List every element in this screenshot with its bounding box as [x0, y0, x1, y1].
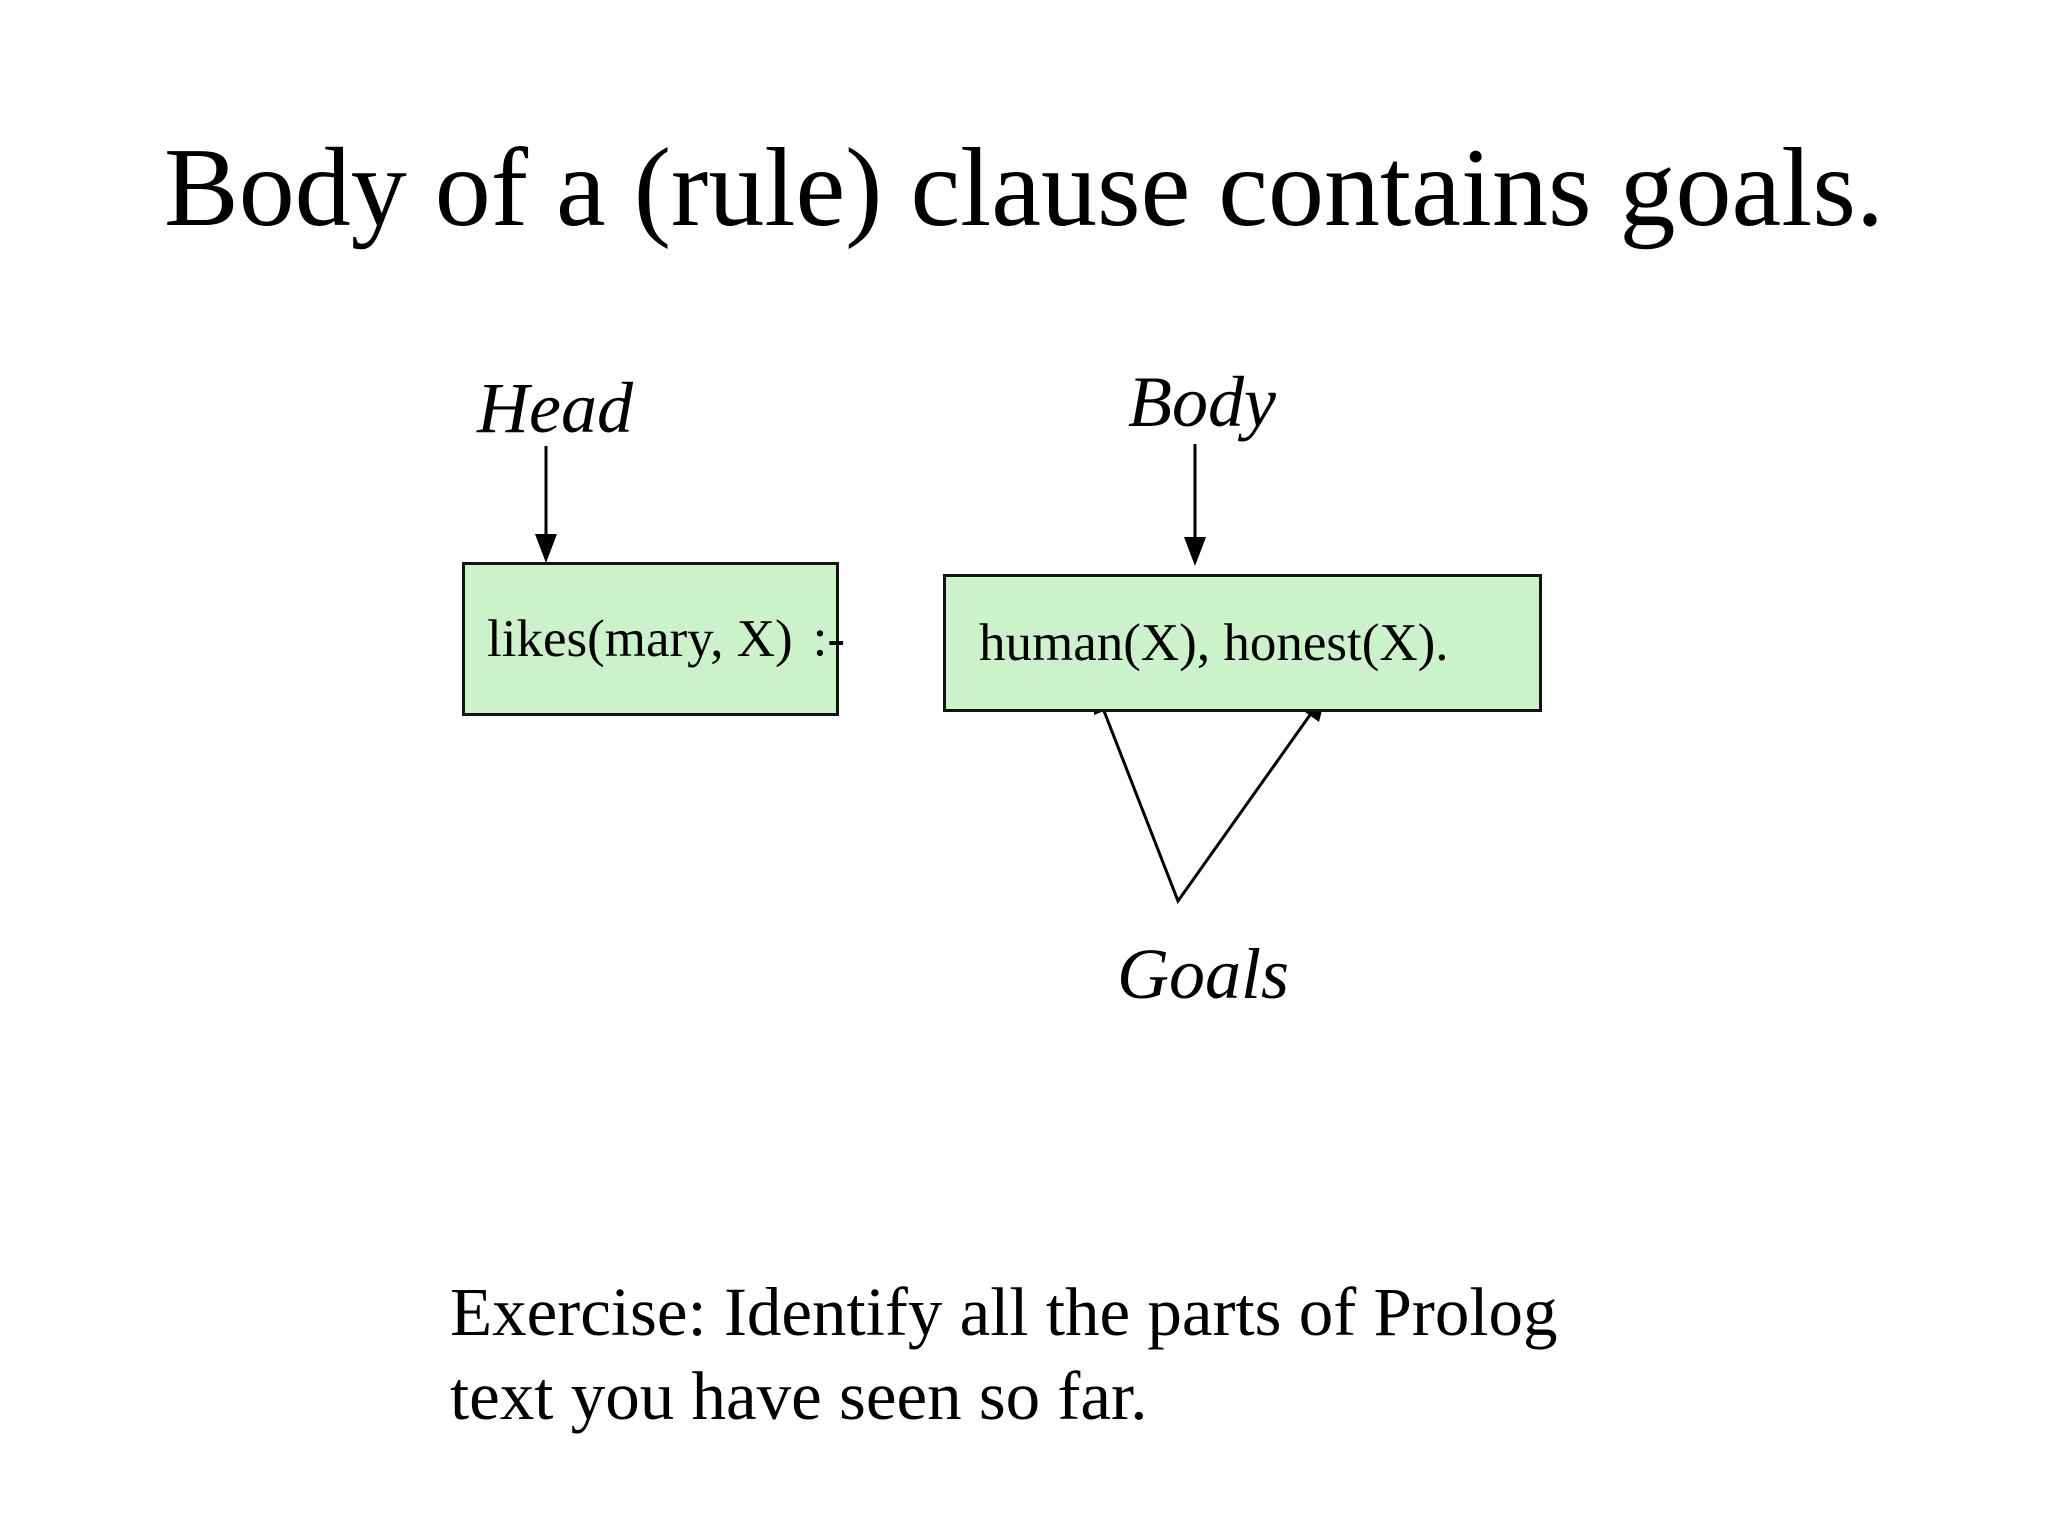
- head-arrow-icon: [535, 446, 557, 563]
- exercise-line-1: Exercise: Identify all the parts of Prol…: [450, 1274, 1558, 1350]
- body-arrow-icon: [1184, 444, 1206, 566]
- rule-head-text: likes(mary, X): [487, 609, 793, 668]
- body-label: Body: [1128, 362, 1276, 442]
- goals-arrows-icon: [1093, 683, 1327, 905]
- rule-body-text: human(X), honest(X).: [979, 613, 1449, 672]
- rule-head-box: likes(mary, X) :-: [462, 562, 845, 716]
- slide-title: Body of a (rule) clause contains goals.: [164, 126, 1884, 250]
- head-label: Head: [477, 368, 633, 448]
- exercise-line-2: text you have seen so far.: [450, 1358, 1148, 1434]
- exercise-note: Exercise: Identify all the parts of Prol…: [450, 1270, 1558, 1438]
- goals-label: Goals: [1117, 934, 1290, 1014]
- neck-operator: :-: [812, 609, 845, 668]
- rule-body-box: human(X), honest(X).: [943, 574, 1542, 712]
